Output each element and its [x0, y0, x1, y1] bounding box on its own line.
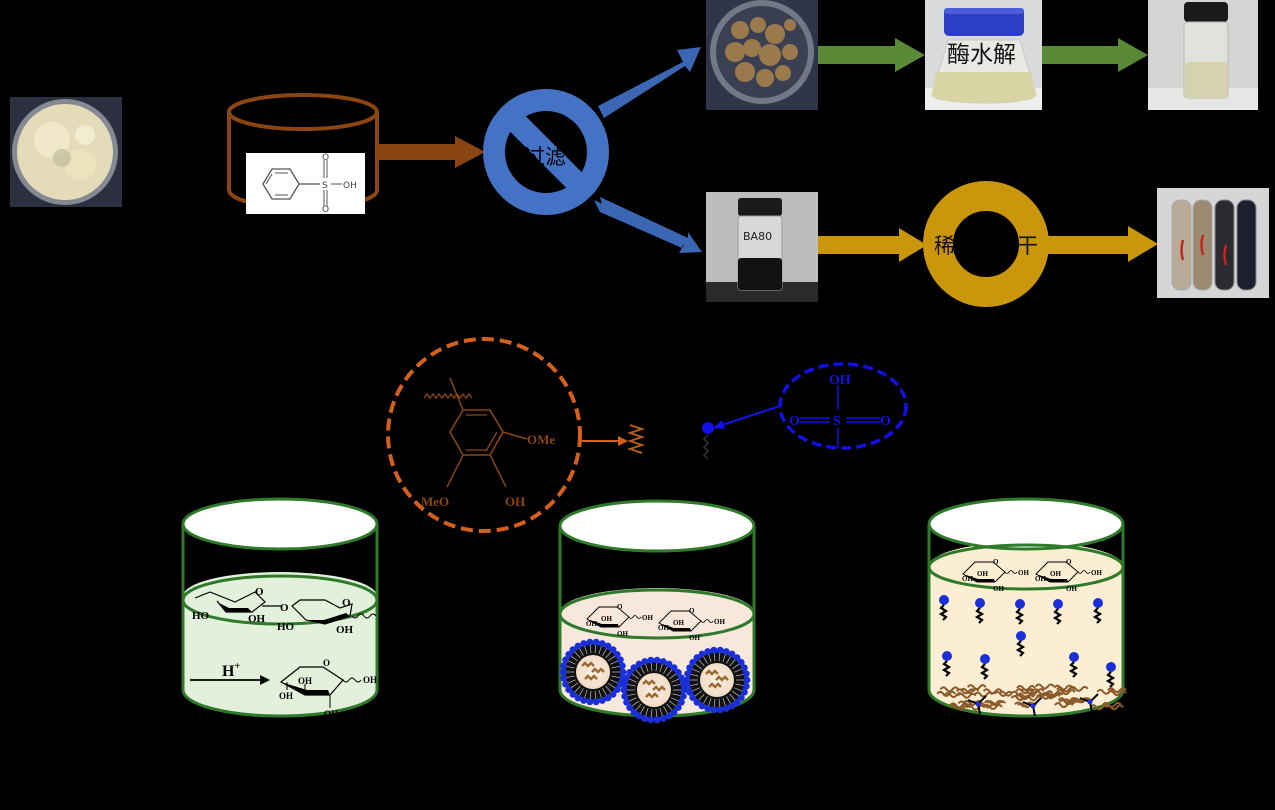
sugar-label-oh2-2: OH	[658, 624, 669, 632]
sugar-label-oh4-1: OH	[1018, 569, 1029, 577]
sugar-label-o-2: O	[689, 607, 695, 615]
surfactant	[1015, 631, 1026, 657]
micelle-layer	[559, 638, 751, 724]
sugar-label-oh4-2: OH	[714, 618, 725, 626]
filtration-label: 过滤	[524, 145, 566, 169]
surfactant	[941, 651, 952, 677]
sugar-label-oh4-1: OH	[642, 614, 653, 622]
lignin-tubes-photo	[1157, 188, 1269, 298]
hydrolysate-bottle-photo	[925, 0, 1042, 110]
cellulose-o2: O	[280, 602, 289, 614]
dilute-label: 稀	[934, 234, 955, 258]
lignin-meo: MeO	[421, 494, 449, 509]
product-oh3: OH	[324, 709, 338, 719]
surfactant	[974, 598, 985, 624]
solid-residue-photo	[706, 0, 818, 110]
surfactant-layer	[938, 595, 1116, 688]
sugar-label-oh2-1: OH	[586, 620, 597, 628]
bsa-oh: OH	[343, 181, 357, 191]
product-o: O	[323, 658, 330, 668]
xylose-chair	[586, 606, 642, 628]
beaker-precipitation	[927, 497, 1125, 718]
sulfo-s: S	[833, 414, 841, 429]
cellulose-o1: O	[255, 586, 264, 598]
lignin-precipitate	[936, 683, 1127, 717]
black-liquor-vial-photo	[706, 192, 818, 302]
sugar-label-o-1: O	[617, 603, 623, 611]
dilute-dry-symbol	[923, 181, 1049, 307]
surfactant	[979, 654, 990, 680]
arrow-to-filtration	[377, 136, 485, 168]
dry-label: 干	[1017, 234, 1038, 258]
sulfo-oh: OH	[829, 373, 851, 388]
sulfo-o-left: O	[789, 414, 800, 429]
cellulose-oh2: OH	[336, 624, 354, 636]
xylose-chair	[962, 561, 1018, 583]
cellulose-oh1: OH	[248, 613, 266, 625]
product-oh1: OH	[298, 676, 312, 686]
sugar-label-oh2-1: OH	[962, 575, 973, 583]
cellulose-ho2: HO	[277, 621, 295, 633]
micelle	[620, 656, 688, 724]
micelle	[683, 646, 751, 714]
arrow-to-sugar-vial	[1042, 38, 1148, 72]
sugar-label-oh1-2: OH	[673, 619, 684, 627]
sugar-label-oh1-1: OH	[601, 615, 612, 623]
beaker-hydrolysis	[181, 497, 379, 718]
lignin-unit-structure	[386, 337, 582, 533]
sugar-label-oh3-2: OH	[689, 634, 700, 642]
sulfonated-surfactant-icon	[702, 405, 781, 460]
arrow-to-dilute-dry	[818, 228, 927, 262]
enzymatic-hydrolysis-label: 酶水解	[947, 42, 1016, 68]
xylose-chair	[658, 610, 714, 632]
sugar-vial-photo	[1148, 0, 1258, 110]
filtration-symbol	[483, 89, 609, 215]
sugar-label-oh3-1: OH	[993, 585, 1004, 593]
lignin-ome: OMe	[527, 432, 555, 447]
surfactant	[1014, 599, 1025, 625]
sugar-label-o-2: O	[1066, 558, 1072, 566]
arrow-to-lignin-tubes	[1046, 226, 1158, 262]
sugar-label-oh4-2: OH	[1091, 569, 1102, 577]
arrow-to-solid-residue	[598, 47, 701, 118]
sugar-label-oh2-2: OH	[1035, 575, 1046, 583]
raw-biomass-photo	[10, 97, 122, 207]
benzenesulfonic-acid-structure	[246, 153, 365, 214]
bsa-o-bottom: O	[322, 205, 329, 215]
sugar-label-o-1: O	[993, 558, 999, 566]
product-oh2: OH	[279, 691, 293, 701]
surfactant	[1092, 598, 1103, 624]
surfactant	[1052, 599, 1063, 625]
bsa-s: S	[322, 181, 328, 191]
surfactant	[1105, 662, 1116, 688]
arrow-to-enzymatic-hydrolysis	[818, 38, 925, 72]
arrow-to-black-liquor	[594, 197, 702, 253]
micelle	[559, 638, 627, 706]
sugar-label-oh1-1: OH	[977, 570, 988, 578]
product-oh4: OH	[363, 675, 377, 685]
xylose-chair	[1035, 561, 1091, 583]
sugar-label-oh3-2: OH	[1066, 585, 1077, 593]
vial-label: BA80	[743, 230, 772, 243]
surfactant	[938, 595, 949, 621]
sugar-label-oh3-1: OH	[617, 630, 628, 638]
sugar-label-oh1-2: OH	[1050, 570, 1061, 578]
bsa-o-top: O	[322, 153, 329, 163]
cellulose-ho1: HO	[192, 610, 210, 622]
sulfo-o-right: O	[880, 414, 891, 429]
surfactant	[1068, 652, 1079, 678]
xylose-structures	[586, 561, 1091, 632]
lignin-connector-arrow	[580, 424, 646, 454]
cellulose-o3: O	[342, 597, 351, 609]
lignin-oh: OH	[505, 494, 525, 509]
acid-catalyst-label: H+	[222, 661, 240, 680]
